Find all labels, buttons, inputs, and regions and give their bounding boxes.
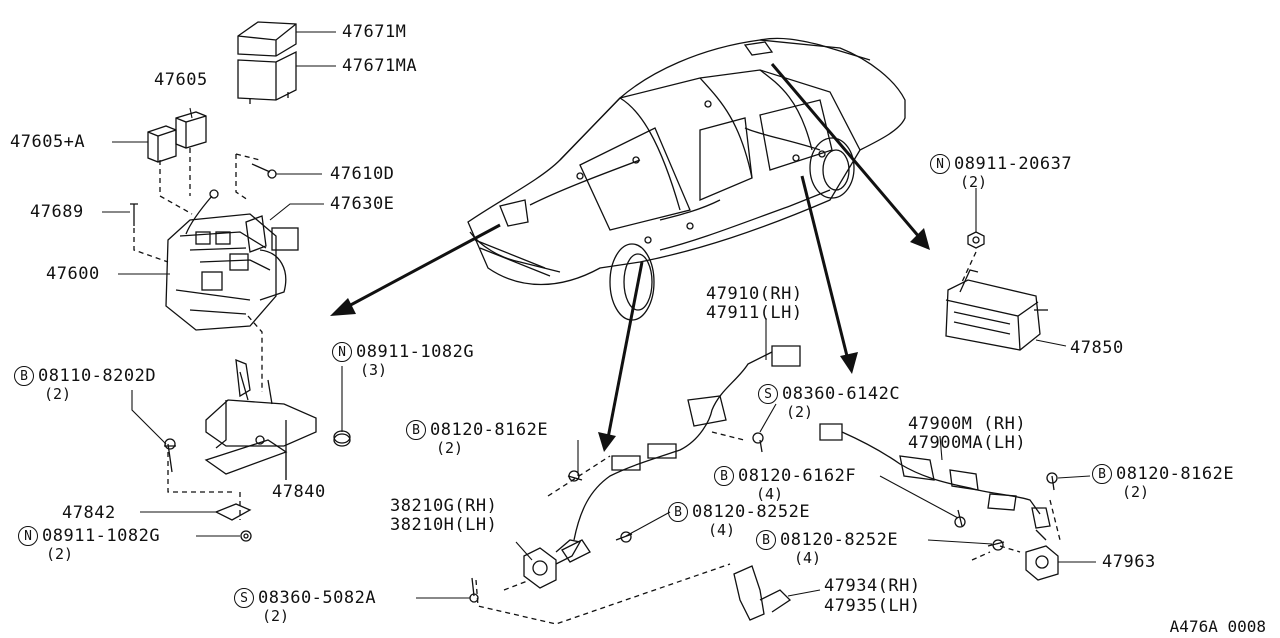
bracket-47840 bbox=[204, 358, 317, 480]
label-08120-8252e-b: 08120-8252E bbox=[780, 530, 899, 550]
bolt-08120-8252e-b bbox=[987, 539, 1005, 551]
label-47910: 47910(RH) bbox=[706, 284, 803, 304]
qty-08360-5082a: (2) bbox=[262, 607, 290, 625]
b-circle-icon: B bbox=[714, 466, 734, 486]
car-illustration bbox=[467, 37, 906, 321]
qty-08360-6142c: (2) bbox=[786, 403, 814, 421]
label-47600: 47600 bbox=[46, 264, 100, 284]
qty-08120-8162e-left: (2) bbox=[436, 439, 464, 457]
label-08360-6142c: 08360-6142C bbox=[782, 384, 901, 404]
label-47605: 47605 bbox=[154, 70, 208, 90]
label-47671ma: 47671MA bbox=[342, 56, 418, 76]
guide-lines-left bbox=[133, 148, 263, 520]
front-sensor-38210 bbox=[523, 539, 582, 589]
label-08120-8162e-right: 08120-8162E bbox=[1116, 464, 1235, 484]
grommet-08911-1082g bbox=[333, 430, 351, 447]
label-47935: 47935(LH) bbox=[824, 596, 921, 616]
label-47934: 47934(RH) bbox=[824, 576, 921, 596]
qty-08911-1082g-bot: (2) bbox=[46, 545, 74, 563]
b-circle-icon: B bbox=[14, 366, 34, 386]
guide-line-ecu bbox=[961, 251, 977, 283]
relay-47605a bbox=[147, 125, 177, 163]
bolt-08110-8202d bbox=[164, 438, 176, 473]
b-circle-icon: B bbox=[406, 420, 426, 440]
b-circle-icon: B bbox=[1092, 464, 1112, 484]
qty-08911-20637: (2) bbox=[960, 173, 988, 191]
bolt-08120-6162f bbox=[954, 509, 966, 528]
label-08911-1082g-bot: 08911-1082G bbox=[42, 526, 161, 546]
qty-08110-8202d: (2) bbox=[44, 385, 72, 403]
label-47842: 47842 bbox=[62, 503, 116, 523]
rear-harness-47900 bbox=[819, 423, 1051, 529]
label-08911-1082g-top: 08911-1082G bbox=[356, 342, 475, 362]
qty-08120-6162f: (4) bbox=[756, 485, 784, 503]
b-circle-icon: B bbox=[756, 530, 776, 550]
label-08120-8162e-left: 08120-8162E bbox=[430, 420, 549, 440]
b-circle-icon: B bbox=[668, 502, 688, 522]
bolt-08120-8252e-a bbox=[615, 531, 633, 543]
qty-08120-8162e-right: (2) bbox=[1122, 483, 1150, 501]
guide-lines-front bbox=[475, 431, 745, 625]
label-47671m: 47671M bbox=[342, 22, 407, 42]
label-47911: 47911(LH) bbox=[706, 303, 803, 323]
diagram-code: A476A 0008 bbox=[1169, 617, 1266, 636]
s-circle-icon: S bbox=[758, 384, 778, 404]
relay-47605 bbox=[175, 111, 207, 149]
abs-control-unit-47850 bbox=[945, 269, 1048, 351]
qty-08120-8252e-b: (4) bbox=[794, 549, 822, 567]
label-08120-8252e-a: 08120-8252E bbox=[692, 502, 811, 522]
qty-08120-8252e-a: (4) bbox=[708, 521, 736, 539]
pointer-arrows bbox=[344, 63, 922, 439]
label-08110-8202d: 08110-8202D bbox=[38, 366, 157, 386]
label-47900m: 47900M (RH) bbox=[908, 414, 1027, 434]
abs-actuator-47600 bbox=[165, 189, 299, 331]
n-circle-icon: N bbox=[930, 154, 950, 174]
s-circle-icon: S bbox=[234, 588, 254, 608]
relay-47671ma bbox=[237, 50, 297, 104]
nut-08911-20637 bbox=[967, 231, 985, 249]
guide-lines-rear bbox=[971, 499, 1061, 561]
front-harness-47910 bbox=[561, 345, 801, 563]
qty-08911-1082g-top: (3) bbox=[360, 361, 388, 379]
label-47689: 47689 bbox=[30, 202, 84, 222]
leader-lines bbox=[102, 31, 1096, 599]
nut-08911-1082g-bot bbox=[240, 530, 252, 542]
label-47605a: 47605+A bbox=[10, 132, 86, 152]
label-08911-20637: 08911-20637 bbox=[954, 154, 1073, 174]
label-38210h: 38210H(LH) bbox=[390, 515, 498, 535]
rear-sensor-47963 bbox=[1025, 529, 1059, 581]
bolt-08360-6142c bbox=[752, 432, 764, 453]
label-47850: 47850 bbox=[1070, 338, 1124, 358]
arrow-heads bbox=[330, 228, 930, 452]
plate-47842 bbox=[214, 503, 252, 521]
bolt-08120-8162e-right bbox=[1046, 472, 1058, 491]
label-47900ma: 47900MA(LH) bbox=[908, 433, 1027, 453]
label-08360-5082a: 08360-5082A bbox=[258, 588, 377, 608]
pin-47689 bbox=[130, 203, 138, 226]
n-circle-icon: N bbox=[18, 526, 38, 546]
label-47963: 47963 bbox=[1102, 552, 1156, 572]
label-47630e: 47630E bbox=[330, 194, 395, 214]
bracket-47934 bbox=[733, 565, 792, 621]
n-circle-icon: N bbox=[332, 342, 352, 362]
bolt-47610d bbox=[251, 163, 277, 179]
label-47610d: 47610D bbox=[330, 164, 395, 184]
label-08120-6162f: 08120-6162F bbox=[738, 466, 857, 486]
label-47840: 47840 bbox=[272, 482, 326, 502]
relay-47671m bbox=[237, 21, 297, 57]
label-38210g: 38210G(RH) bbox=[390, 496, 498, 516]
